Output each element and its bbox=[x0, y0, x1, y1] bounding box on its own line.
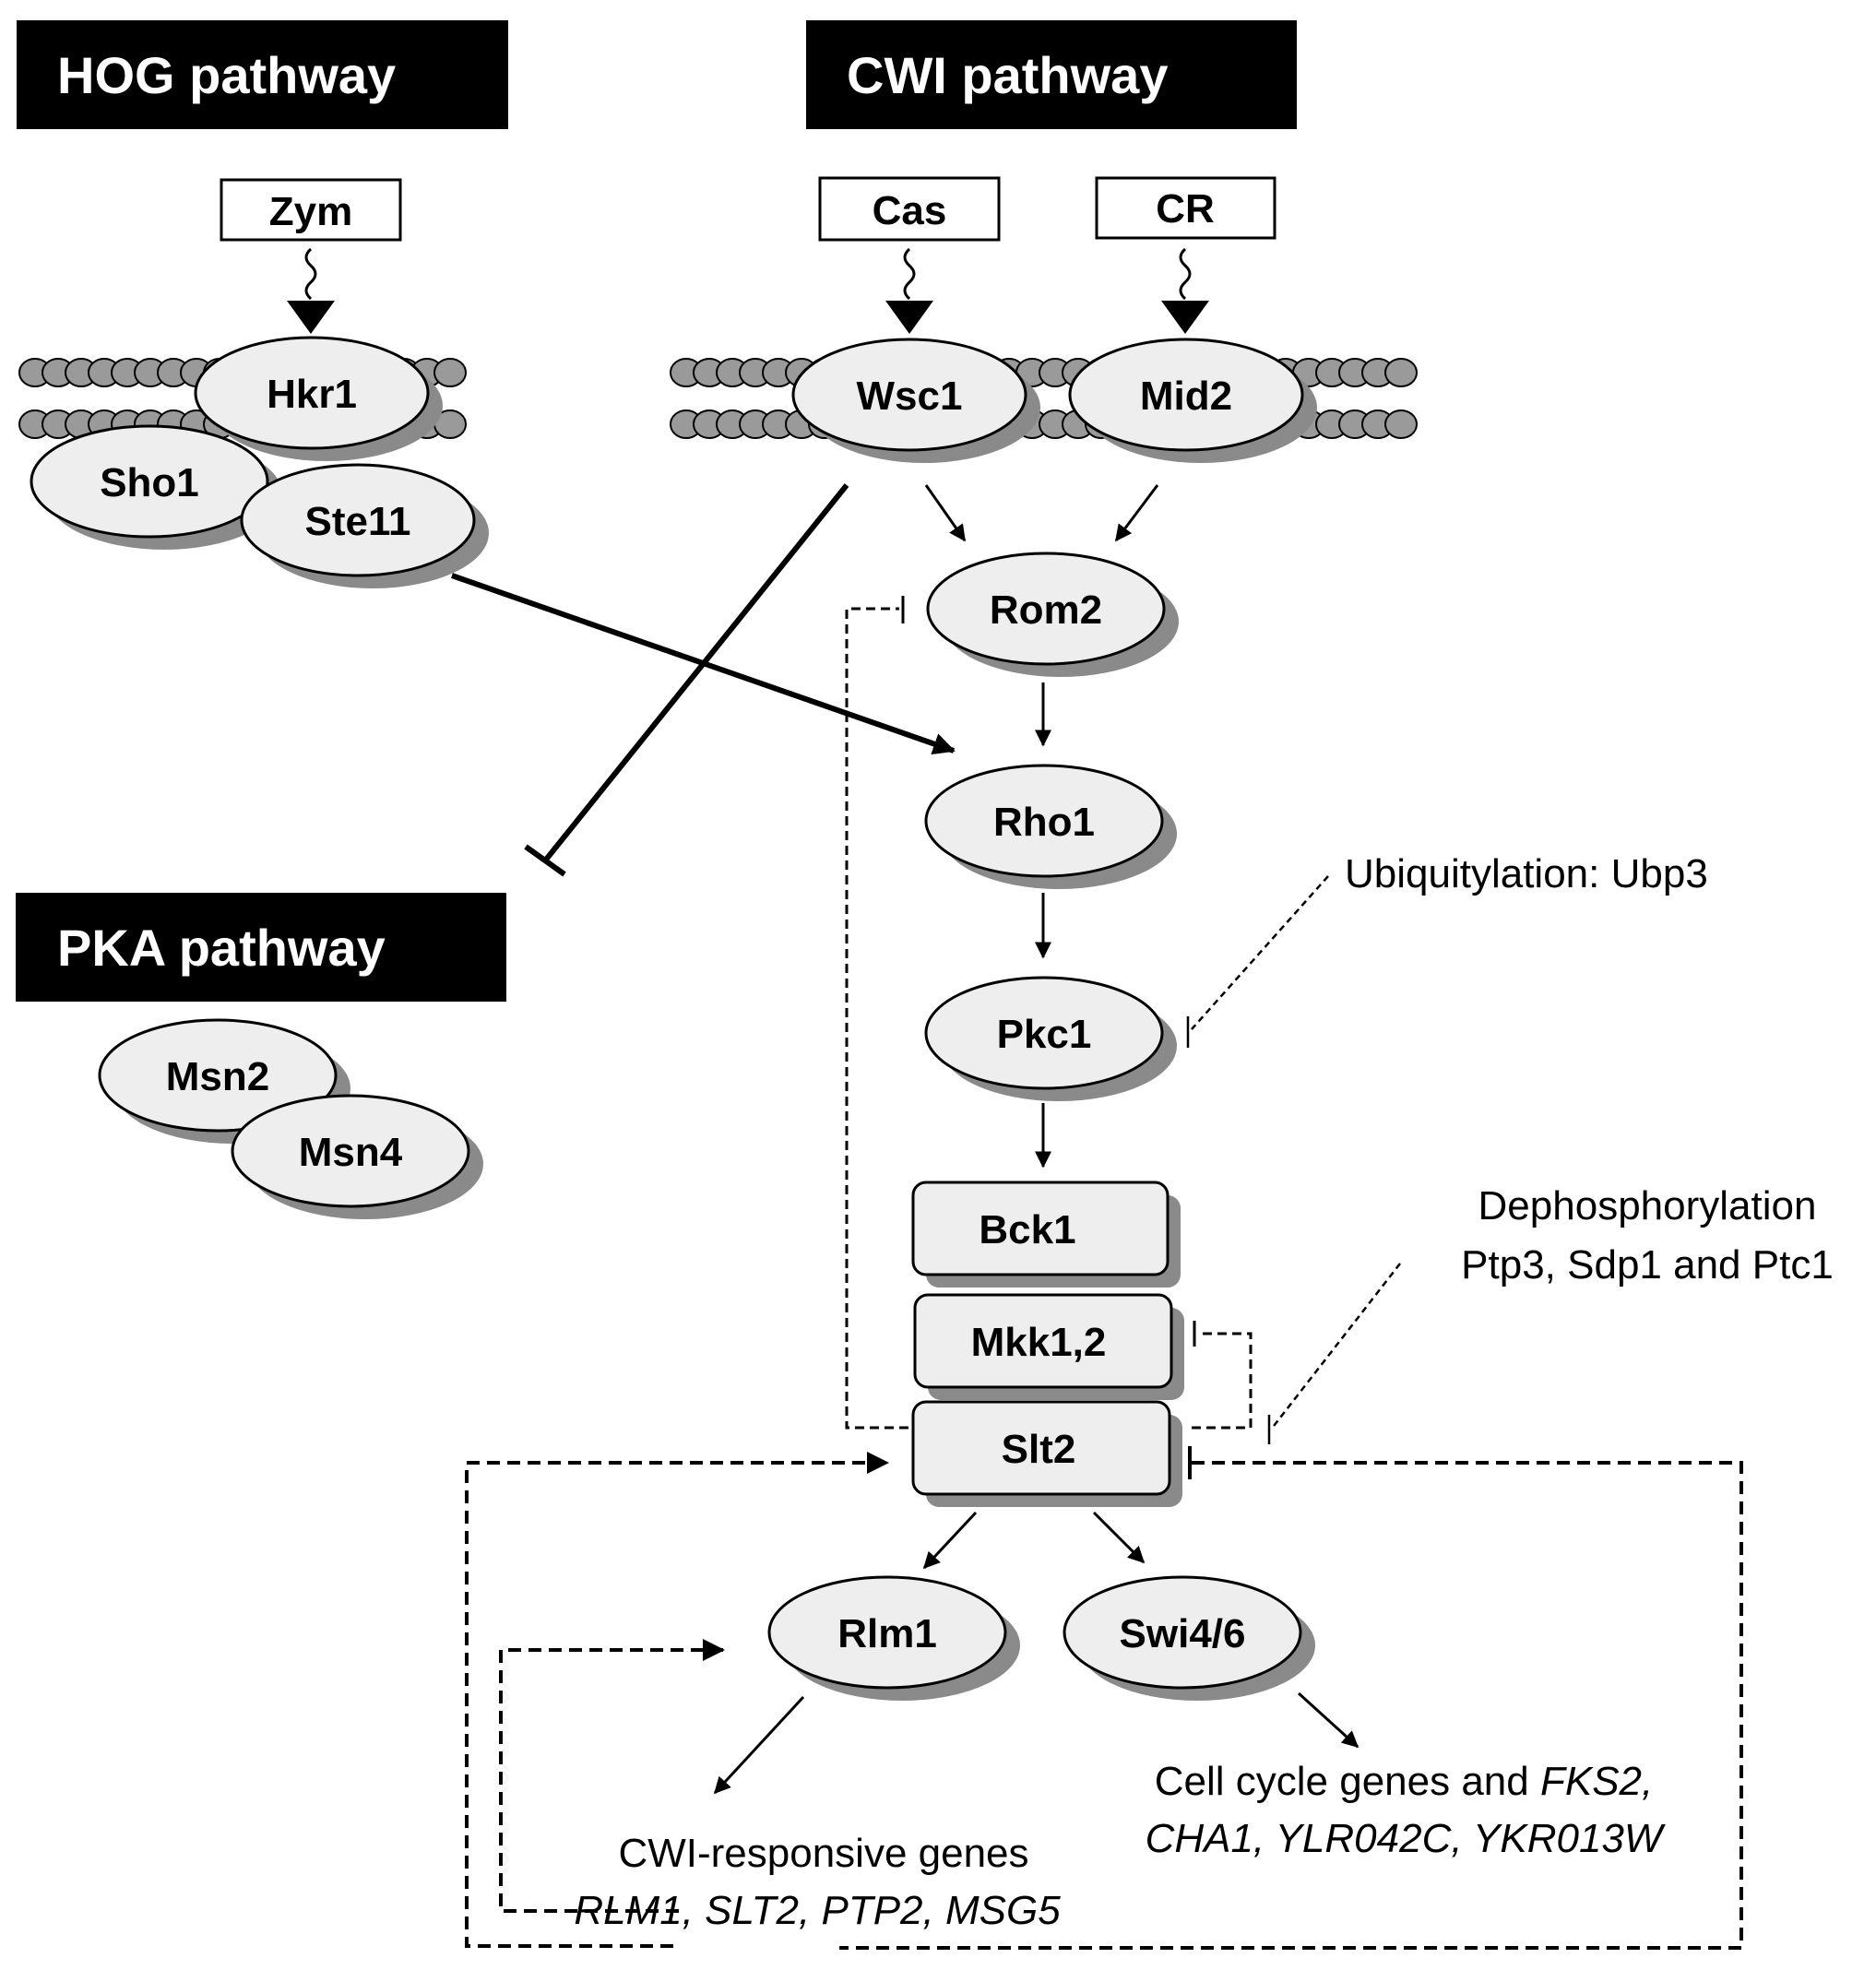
node-mid2-label: Mid2 bbox=[1140, 374, 1232, 419]
stimulus-cas: Cas bbox=[818, 176, 1001, 242]
stimulus-zym: Zym bbox=[220, 178, 402, 242]
protein-nodes: Sho1 Ste11 Hkr1 Wsc1 Mid2 Rom2 bbox=[30, 336, 1317, 1701]
stimulus-cr-label: CR bbox=[1156, 186, 1215, 231]
wsc1-to-rom2-arrow bbox=[924, 484, 967, 542]
cellcycle-prefix: Cell cycle genes and bbox=[1155, 1759, 1540, 1804]
stimulus-cas-label: Cas bbox=[873, 188, 947, 233]
node-msn2-label: Msn2 bbox=[166, 1054, 269, 1099]
node-pkc1-label: Pkc1 bbox=[997, 1012, 1092, 1057]
node-hkr1: Hkr1 bbox=[194, 336, 443, 461]
stimulus-cr: CR bbox=[1095, 176, 1276, 240]
connections bbox=[451, 483, 1743, 1950]
membrane-bead bbox=[433, 358, 467, 387]
hog-header: HOG pathway bbox=[17, 20, 508, 129]
mid2-to-rom2-arrow bbox=[1114, 484, 1159, 542]
ubiquitylation-link bbox=[1191, 875, 1329, 1030]
cellcycle-genes-title: Cell cycle genes and FKS2, bbox=[1155, 1759, 1654, 1804]
wsc1-inhibits-pka bbox=[543, 483, 849, 861]
mapk-cascade: Bck1 Mkk1,2 Slt2 bbox=[911, 1181, 1184, 1507]
stimulus-zym-label: Zym bbox=[269, 189, 352, 234]
node-rom2-label: Rom2 bbox=[990, 587, 1102, 633]
node-ste11: Ste11 bbox=[240, 463, 489, 588]
node-slt2-label: Slt2 bbox=[1002, 1427, 1076, 1472]
hog-header-label: HOG pathway bbox=[57, 46, 396, 104]
rlm1-to-cwi-genes-arrow bbox=[713, 1695, 805, 1795]
node-bck1: Bck1 bbox=[911, 1181, 1181, 1288]
dephosphorylation-note: Dephosphorylation bbox=[1478, 1183, 1817, 1228]
node-swi46: Swi4/6 bbox=[1063, 1575, 1315, 1701]
node-mid2: Mid2 bbox=[1068, 338, 1317, 463]
pka-header-label: PKA pathway bbox=[57, 919, 386, 977]
node-swi46-label: Swi4/6 bbox=[1120, 1611, 1246, 1656]
cwi-header: CWI pathway bbox=[806, 20, 1297, 129]
node-msn4: Msn4 bbox=[231, 1094, 483, 1219]
dephosphorylation-enzymes-note: Ptp3, Sdp1 and Ptc1 bbox=[1461, 1242, 1834, 1288]
dephosphorylation-link bbox=[1270, 1263, 1401, 1430]
node-wsc1: Wsc1 bbox=[791, 338, 1040, 463]
annotations: Ubiquitylation: Ubp3 Dephosphorylation P… bbox=[574, 851, 1834, 1933]
cwi-header-label: CWI pathway bbox=[847, 46, 1168, 104]
node-slt2: Slt2 bbox=[911, 1400, 1182, 1507]
cwi-genes-list: RLM1, SLT2, PTP2, MSG5 bbox=[574, 1888, 1061, 1933]
node-sho1-label: Sho1 bbox=[100, 460, 199, 505]
pka-header: PKA pathway bbox=[16, 893, 506, 1002]
slt2-right-loop bbox=[839, 1461, 1743, 1950]
slt2-rom2-feedback bbox=[845, 607, 908, 1430]
node-hkr1-label: Hkr1 bbox=[267, 372, 357, 417]
node-mkk12: Mkk1,2 bbox=[913, 1293, 1184, 1400]
cellcycle-genes-list: CHA1, YLR042C, YKR013W bbox=[1146, 1816, 1666, 1861]
node-rho1: Rho1 bbox=[924, 764, 1177, 889]
node-rom2: Rom2 bbox=[926, 552, 1179, 677]
node-mkk12-label: Mkk1,2 bbox=[971, 1320, 1107, 1365]
node-rho1-label: Rho1 bbox=[993, 800, 1095, 845]
genes-to-rlm1-feedback bbox=[499, 1639, 725, 1913]
node-rlm1: Rlm1 bbox=[767, 1575, 1020, 1701]
node-msn4-label: Msn4 bbox=[299, 1130, 403, 1175]
genes-to-slt2-feedback bbox=[465, 1452, 889, 1948]
stimulus-signal-arrows bbox=[287, 247, 1209, 334]
slt2-to-swi46-arrow bbox=[1092, 1511, 1146, 1564]
membrane-bead bbox=[1384, 358, 1418, 387]
node-wsc1-label: Wsc1 bbox=[857, 374, 963, 419]
slt2-to-rlm1-arrow bbox=[922, 1511, 978, 1570]
cellcycle-fks2: FKS2, bbox=[1540, 1759, 1653, 1804]
node-pkc1: Pkc1 bbox=[924, 976, 1177, 1101]
node-sho1: Sho1 bbox=[30, 424, 282, 550]
node-bck1-label: Bck1 bbox=[979, 1207, 1075, 1252]
membrane-bead bbox=[1384, 409, 1418, 439]
ubiquitylation-note: Ubiquitylation: Ubp3 bbox=[1345, 851, 1708, 896]
cwi-genes-title: CWI-responsive genes bbox=[618, 1831, 1028, 1876]
swi46-to-cellcycle-arrow bbox=[1297, 1691, 1360, 1749]
node-rlm1-label: Rlm1 bbox=[837, 1611, 937, 1656]
slt2-mkk-feedback bbox=[1192, 1332, 1253, 1430]
node-ste11-label: Ste11 bbox=[305, 499, 411, 544]
